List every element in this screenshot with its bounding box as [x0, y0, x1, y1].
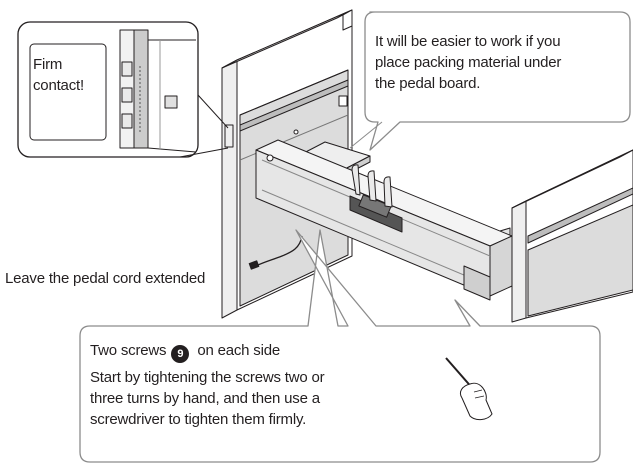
inset-leader-top — [197, 94, 229, 129]
screws-suffix: on each side — [193, 342, 280, 359]
pedal-cord — [255, 235, 303, 267]
packing-tip-line: the pedal board. — [375, 75, 481, 92]
pedal-board — [255, 129, 513, 301]
firm-contact-label: Firm contact! — [33, 54, 113, 96]
packing-tip-line: place packing material under — [375, 54, 562, 71]
cord-plug — [248, 260, 260, 270]
instruction-line: screwdriver to tighten them firmly. — [90, 411, 307, 428]
inset-detail — [29, 29, 197, 153]
instruction-line: Start by tightening the screws two or — [90, 369, 325, 386]
instructions-text: Start by tightening the screws two or th… — [90, 367, 390, 430]
screws-prefix: Two screws — [90, 342, 167, 359]
instruction-line: three turns by hand, and then use a — [90, 390, 320, 407]
hand-screwdriver-icon — [445, 357, 493, 421]
firm-contact-line: Firm — [33, 56, 63, 73]
part-number-badge: 9 — [171, 345, 190, 363]
pedal-cord-label: Leave the pedal cord extended — [5, 270, 206, 287]
firm-contact-line: contact! — [33, 77, 84, 94]
callout-leader — [349, 121, 383, 149]
inset-leader-bottom — [179, 147, 229, 158]
inset-target-box — [224, 124, 234, 148]
packing-tip-line: It will be easier to work if you — [375, 33, 561, 50]
right-side-panel — [511, 149, 633, 323]
packing-tip-text: It will be easier to work if you place p… — [375, 31, 625, 94]
packing-tip-callout — [364, 11, 631, 151]
